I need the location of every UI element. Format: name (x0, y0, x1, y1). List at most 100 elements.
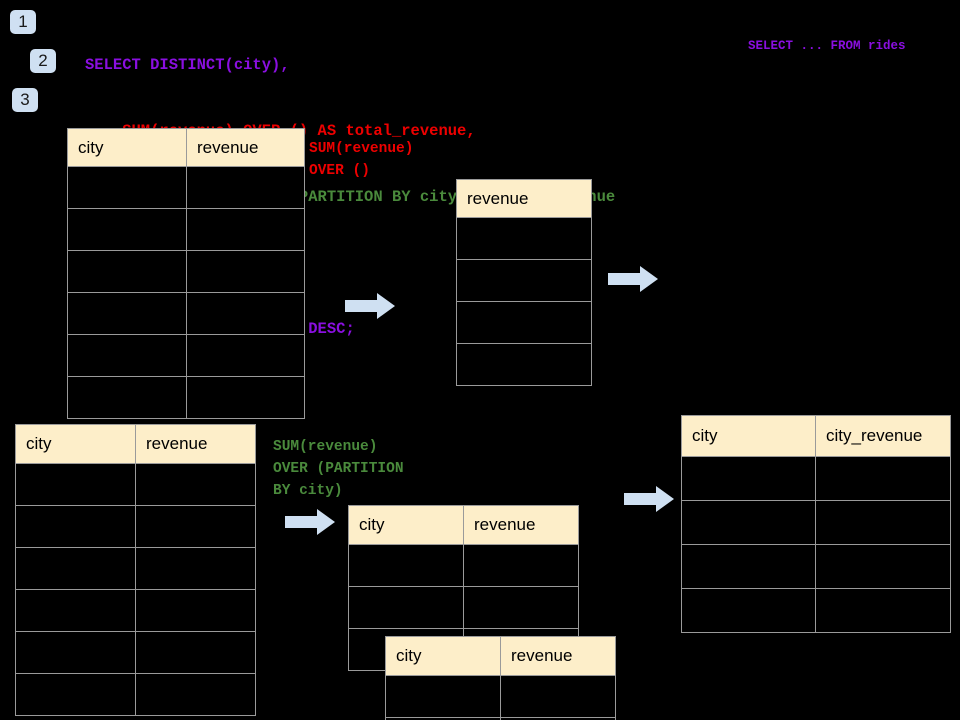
cell-revenue (186, 166, 305, 209)
table-header-row: city revenue (385, 636, 616, 676)
arrow-bottom-right (624, 485, 674, 518)
cell-revenue (500, 675, 616, 718)
column-header-revenue: revenue (456, 179, 592, 218)
arrow-top-right (608, 265, 658, 298)
column-header-city: city (385, 636, 501, 676)
cell-city (67, 166, 187, 209)
table-row (15, 547, 256, 590)
arrow-bottom-left (285, 508, 335, 541)
table-rides-bottom: city revenue (15, 424, 256, 716)
table-row (681, 544, 951, 589)
column-header-revenue: revenue (135, 424, 256, 464)
cell-revenue (186, 250, 305, 293)
table-row (67, 250, 305, 293)
cell-revenue (456, 217, 592, 260)
cell-city (67, 292, 187, 335)
table-rides-top: city revenue (67, 128, 305, 419)
table-row (348, 544, 579, 587)
annotation-sum-over-empty: SUM(revenue) OVER () (309, 141, 414, 179)
cell-revenue (135, 547, 256, 590)
column-header-city: city (348, 505, 464, 545)
column-header-city: city (681, 415, 816, 457)
table-row (67, 208, 305, 251)
cell-revenue (500, 717, 616, 720)
cell-city (681, 588, 816, 633)
cell-city (681, 500, 816, 545)
sql-line-1: SELECT DISTINCT(city), (85, 56, 290, 74)
cell-revenue (456, 301, 592, 344)
table-row (67, 376, 305, 419)
cell-city (15, 673, 136, 716)
cell-revenue (135, 631, 256, 674)
annotation-sum-over-partition: SUM(revenue) OVER (PARTITION BY city) (273, 439, 404, 499)
table-row (456, 343, 592, 386)
cell-city (15, 547, 136, 590)
table-row (456, 301, 592, 344)
table-row (15, 505, 256, 548)
table-row (67, 292, 305, 335)
cell-city (67, 208, 187, 251)
table-row (348, 586, 579, 629)
cell-city (15, 589, 136, 632)
arrow-top-left (345, 292, 395, 325)
column-header-city: city (15, 424, 136, 464)
table-row (681, 588, 951, 633)
table-row (67, 334, 305, 377)
table-row (681, 500, 951, 545)
cell-revenue (456, 343, 592, 386)
table-row (15, 673, 256, 716)
cell-revenue (186, 376, 305, 419)
column-header-revenue: revenue (463, 505, 579, 545)
table-header-row: city revenue (348, 505, 579, 545)
table-row (385, 717, 616, 720)
table-city-revenue-result: city city_revenue (681, 415, 951, 633)
cell-revenue (135, 673, 256, 716)
column-header-revenue: revenue (500, 636, 616, 676)
column-header-city: city (67, 128, 187, 167)
cell-city (681, 544, 816, 589)
table-partition-front: city revenue (385, 636, 616, 720)
cell-city (15, 631, 136, 674)
table-row (15, 463, 256, 506)
cell-city (348, 544, 464, 587)
cell-revenue (135, 505, 256, 548)
cell-city (348, 586, 464, 629)
table-row (456, 259, 592, 302)
table-row (15, 589, 256, 632)
cell-city-revenue (815, 500, 951, 545)
table-row (15, 631, 256, 674)
table-header-row: city revenue (15, 424, 256, 464)
table-header-row: city revenue (67, 128, 305, 167)
cell-city (67, 376, 187, 419)
table-row (456, 217, 592, 260)
cell-city-revenue (815, 456, 951, 501)
cell-revenue (463, 544, 579, 587)
table-row (67, 166, 305, 209)
cell-city (15, 463, 136, 506)
cell-city-revenue (815, 588, 951, 633)
table-header-row: city city_revenue (681, 415, 951, 457)
column-header-city-revenue: city_revenue (815, 415, 951, 457)
cell-city (385, 675, 501, 718)
cell-city (681, 456, 816, 501)
cell-revenue (456, 259, 592, 302)
cell-revenue (186, 208, 305, 251)
cell-city (67, 334, 187, 377)
table-row (385, 675, 616, 718)
step-badge-3: 3 (12, 88, 38, 112)
cell-city (67, 250, 187, 293)
cell-revenue (186, 292, 305, 335)
table-total-revenue: revenue (456, 179, 592, 386)
step-badge-1: 1 (10, 10, 36, 34)
table-row (681, 456, 951, 501)
cell-revenue (463, 586, 579, 629)
cell-city-revenue (815, 544, 951, 589)
step-badge-2: 2 (30, 49, 56, 73)
cell-revenue (135, 589, 256, 632)
column-header-revenue: revenue (186, 128, 305, 167)
side-note-select-from-rides: SELECT ... FROM rides (748, 39, 906, 53)
table-partition-back: city revenue (348, 505, 579, 671)
table-header-row: revenue (456, 179, 592, 218)
cell-revenue (135, 463, 256, 506)
